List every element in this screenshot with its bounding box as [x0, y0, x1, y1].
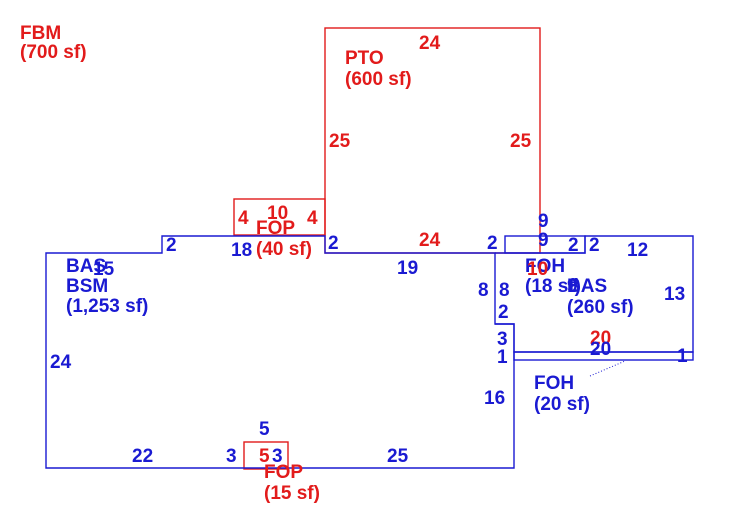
- fop-top-label: FOP: [256, 218, 295, 239]
- bas-right-outline: [495, 235, 694, 353]
- dim-fop-right: 4: [307, 208, 318, 229]
- dim-foh-inner-w: 2: [498, 302, 509, 323]
- foh-strip-size: (20 sf): [534, 394, 590, 415]
- dim-main-step-left: 2: [166, 235, 177, 256]
- dim-bas-right: 13: [664, 284, 685, 305]
- dim-foh-top: 9: [538, 211, 549, 232]
- dim-pto-bottom: 24: [419, 230, 441, 251]
- dim-main-notch-a: 3: [497, 329, 508, 350]
- pto-size: (600 sf): [345, 69, 412, 90]
- foh-strip-outline: [513, 351, 694, 361]
- foh-strip-label: FOH: [534, 373, 574, 394]
- dim-main-bottom-right: 25: [387, 446, 409, 467]
- dim-fop-b-right: 3: [272, 446, 283, 467]
- dim-foh-side: 8: [499, 280, 510, 301]
- dim-bas-top: 12: [627, 240, 648, 261]
- fop-top-size: (40 sf): [256, 239, 312, 260]
- dim-foh-mid: 9: [538, 230, 549, 251]
- fop-bottom-size: (15 sf): [264, 483, 320, 504]
- dim-fop-bottom: 18: [231, 240, 252, 261]
- dim-bas-left-step: 2: [589, 235, 600, 256]
- dim-main-right-upper: 8: [478, 280, 489, 301]
- dim-main-step-right: 2: [328, 233, 339, 254]
- dim-strip-bottom: 20: [590, 339, 611, 360]
- dim-main-notch-b: 1: [497, 347, 508, 368]
- dim-main-left: 24: [50, 352, 72, 373]
- fop-bottom-label: FOP: [264, 462, 303, 483]
- dim-bas-label-overlap: 15: [93, 259, 115, 280]
- bas-right-label: BAS: [567, 276, 607, 297]
- dim-pto-top: 24: [419, 33, 441, 54]
- bas-main-outline: [45, 235, 515, 469]
- bas-main-label: BAS: [66, 256, 106, 277]
- dim-pto-right: 25: [510, 131, 532, 152]
- dim-strip-right: 1: [677, 346, 688, 367]
- fop-bottom-outline: [243, 441, 289, 470]
- foh-right-size: (18 sf): [525, 276, 581, 297]
- dim-main-right-lower: 16: [484, 388, 505, 409]
- dim-bas-overlap: 9: [567, 276, 578, 297]
- pto-label: PTO: [345, 48, 384, 69]
- fbm-size: (700 sf): [20, 42, 87, 63]
- bas-main-size: (1,253 sf): [66, 296, 148, 317]
- dim-fop-b-top: 5: [259, 419, 270, 440]
- dim-foh-inner: 10: [527, 259, 548, 280]
- dim-fop-b-bottom: 5: [259, 446, 270, 467]
- dim-main-bottom-left: 22: [132, 446, 153, 467]
- bsm-main-label: BSM: [66, 276, 108, 297]
- fop-top-outline: [233, 198, 326, 236]
- bas-right-size: (260 sf): [567, 297, 634, 318]
- dim-main-top: 19: [397, 258, 418, 279]
- dim-fop-b-left: 3: [226, 446, 237, 467]
- dim-foh-left: 2: [487, 233, 498, 254]
- dim-strip-top: 20: [590, 328, 611, 349]
- foh-right-label: FOH: [525, 256, 565, 277]
- foh-strip-leader: [589, 360, 626, 377]
- dim-fop-top: 10: [267, 203, 288, 224]
- dim-bas-step: 2: [568, 235, 579, 256]
- fbm-label: FBM: [20, 23, 61, 44]
- dim-pto-left: 25: [329, 131, 351, 152]
- dim-fop-left: 4: [238, 208, 249, 229]
